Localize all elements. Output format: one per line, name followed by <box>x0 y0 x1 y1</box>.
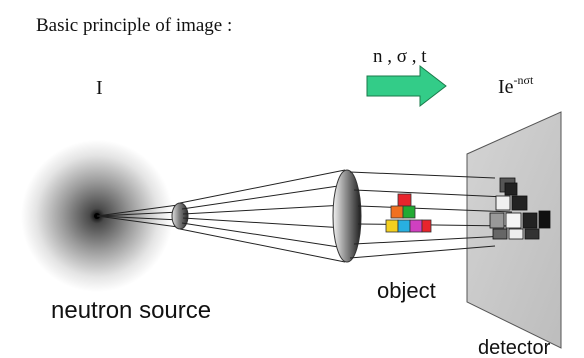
beam-cone <box>179 169 346 263</box>
diagram-title: Basic principle of image : <box>36 15 232 36</box>
neutron-source-label: neutron source <box>51 297 211 324</box>
incident-intensity-label: I <box>96 77 103 99</box>
transmitted-intensity-label: Ie-nσt <box>498 73 534 98</box>
detector-shadow-image <box>489 177 551 240</box>
source-rays <box>96 204 181 228</box>
object-cube-stack <box>385 193 432 233</box>
focusing-lens <box>332 169 362 263</box>
direction-arrow-icon <box>366 64 447 108</box>
detector-label: detector <box>478 337 551 358</box>
transmitted-rays <box>349 171 514 259</box>
collimator-lens <box>171 202 189 230</box>
object-label: object <box>377 278 436 303</box>
arrow-label: n , σ , t <box>373 46 427 67</box>
